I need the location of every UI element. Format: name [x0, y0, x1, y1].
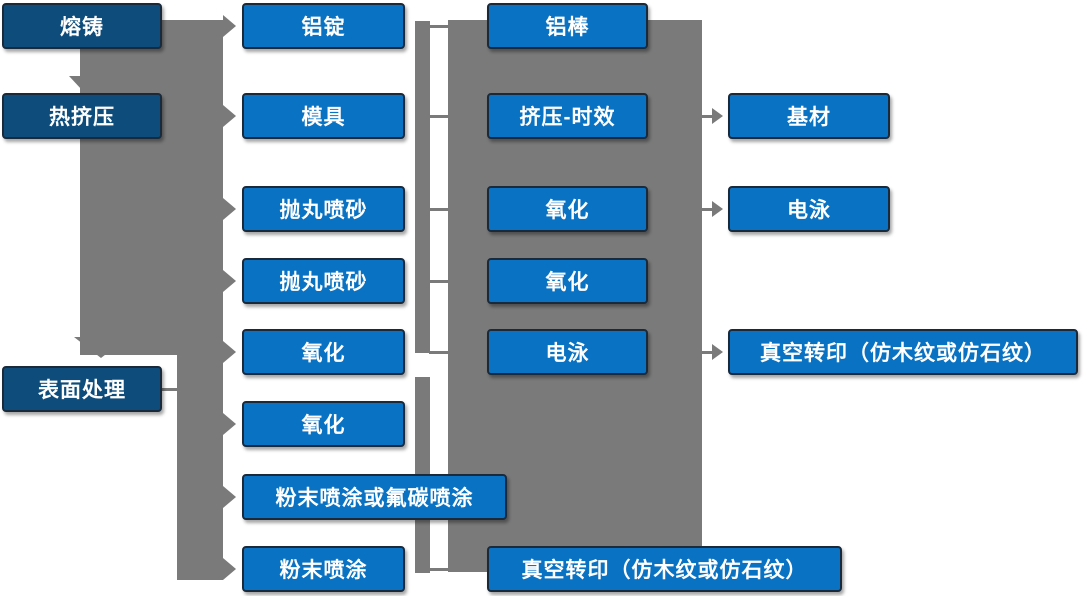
arrow-down-to-hot-extrusion-icon	[69, 76, 95, 90]
node-shot-blasting-2: 抛丸喷砂	[242, 258, 405, 304]
line-to-substrate	[702, 115, 713, 118]
node-oxidation-2: 氧化	[242, 401, 405, 447]
left-connector-band-lower	[177, 355, 223, 580]
node-oxidation-4: 氧化	[487, 258, 648, 304]
node-aluminum-rod: 铝棒	[487, 3, 648, 49]
bracket-line-row3	[429, 208, 449, 211]
bracket-line-row5	[429, 351, 449, 354]
arrow-to-shot-blasting-1-icon	[223, 198, 236, 220]
node-surface-treatment: 表面处理	[2, 366, 162, 412]
left-connector-band	[80, 20, 223, 355]
arrow-to-aluminum-ingot-icon	[223, 15, 236, 37]
node-powder-coating: 粉末喷涂	[242, 546, 405, 592]
node-vacuum-transfer-2: 真空转印（仿木纹或仿石纹）	[728, 329, 1078, 375]
arrow-to-mold-icon	[223, 105, 236, 127]
node-vacuum-transfer-1: 真空转印（仿木纹或仿石纹）	[487, 546, 842, 592]
node-electrophoresis-1: 电泳	[487, 329, 648, 375]
arrow-to-electrophoresis-icon	[712, 201, 723, 217]
node-substrate: 基材	[728, 93, 890, 139]
node-extrusion-aging: 挤压-时效	[487, 93, 648, 139]
arrow-to-shot-blasting-2-icon	[223, 270, 236, 292]
node-oxidation-1: 氧化	[242, 329, 405, 375]
node-powder-or-fluorocarbon-coating: 粉末喷涂或氟碳喷涂	[242, 474, 507, 520]
node-mold: 模具	[242, 93, 405, 139]
bracket-line-row8	[429, 568, 449, 571]
node-hot-extrusion: 热挤压	[2, 93, 162, 139]
arrow-down-to-surface-treatment-icon	[74, 337, 128, 358]
line-to-vacuum-transfer	[702, 351, 713, 354]
node-shot-blasting-1: 抛丸喷砂	[242, 186, 405, 232]
arrow-to-powder-or-fluorocarbon-icon	[223, 486, 236, 508]
arrow-to-oxidation-2-icon	[223, 413, 236, 435]
line-to-electrophoresis	[702, 208, 713, 211]
node-melting-casting: 熔铸	[2, 3, 162, 49]
surface-treatment-stub-line	[162, 388, 178, 391]
arrow-to-oxidation-1-icon	[223, 341, 236, 363]
node-aluminum-ingot: 铝锭	[242, 3, 405, 49]
bracket-line-row2	[429, 115, 449, 118]
arrow-to-substrate-icon	[712, 108, 723, 124]
arrow-to-vacuum-transfer-icon	[712, 344, 723, 360]
node-oxidation-3: 氧化	[487, 186, 648, 232]
bracket-line-row1	[429, 25, 449, 28]
arrow-to-powder-coating-icon	[223, 558, 236, 580]
bracket-line-row4	[429, 280, 449, 283]
node-electrophoresis-2: 电泳	[728, 186, 890, 232]
middle-bracket-bar-upper	[415, 21, 430, 353]
